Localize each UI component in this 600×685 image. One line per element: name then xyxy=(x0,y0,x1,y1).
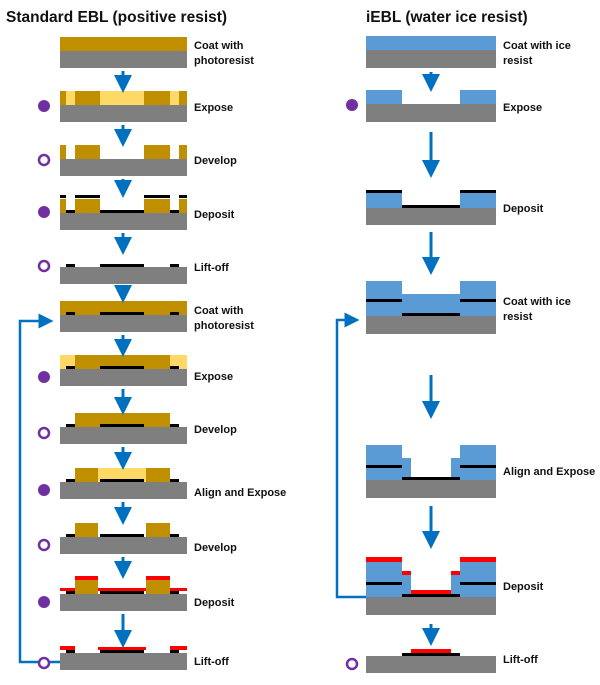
left-step-10-develop xyxy=(60,523,187,554)
right-loop-arrow xyxy=(335,312,366,599)
right-column-title: iEBL (water ice resist) xyxy=(366,9,528,26)
right-label-1: Coat with ice xyxy=(503,40,571,52)
left-step-5-liftoff xyxy=(60,264,187,284)
right-step-2-expose xyxy=(366,90,496,122)
left-step-6-coat xyxy=(60,301,187,332)
left-label-5: Lift-off xyxy=(194,262,229,274)
marker-ring xyxy=(37,153,51,167)
left-step-7-expose xyxy=(60,355,187,386)
right-step-markers xyxy=(345,99,359,671)
marker-filled xyxy=(38,206,50,218)
left-label-1: Coat with xyxy=(194,40,244,52)
right-step-1-coat xyxy=(366,36,496,68)
right-label-2: Expose xyxy=(503,102,542,114)
marker-ring xyxy=(345,657,359,671)
right-label-7: Lift-off xyxy=(503,654,538,666)
marker-ring xyxy=(37,656,51,670)
marker-ring xyxy=(37,426,51,440)
right-step-labels: Coat with ice resist Expose Deposit Coat… xyxy=(503,40,595,666)
left-label-2: Expose xyxy=(194,102,233,114)
left-label-11: Deposit xyxy=(194,597,235,609)
right-step-5-align-expose xyxy=(366,445,496,498)
left-label-12: Lift-off xyxy=(194,656,229,668)
right-step-7-liftoff xyxy=(366,649,496,673)
left-step-8-develop xyxy=(60,413,187,444)
left-step-markers xyxy=(37,100,51,670)
marker-filled xyxy=(38,100,50,112)
right-label-4: Coat with ice xyxy=(503,296,571,308)
right-label-4b: resist xyxy=(503,311,533,323)
left-step-2-expose xyxy=(60,91,187,122)
left-step-labels: Coat with photoresist Expose Develop Dep… xyxy=(194,40,286,668)
left-step-1-coat xyxy=(60,37,187,68)
right-step-4-coat xyxy=(366,281,496,334)
right-label-1b: resist xyxy=(503,55,533,67)
left-label-8: Develop xyxy=(194,424,237,436)
right-step-6-deposit xyxy=(366,557,496,615)
right-step-3-deposit xyxy=(366,190,496,225)
marker-filled xyxy=(346,99,358,111)
left-step-12-liftoff xyxy=(60,646,187,670)
marker-ring xyxy=(37,538,51,552)
left-step-11-deposit xyxy=(60,576,187,611)
right-label-3: Deposit xyxy=(503,203,544,215)
left-label-4: Deposit xyxy=(194,209,235,221)
left-label-9: Align and Expose xyxy=(194,487,286,499)
left-label-10: Develop xyxy=(194,542,237,554)
right-label-6: Deposit xyxy=(503,581,544,593)
right-label-5: Align and Expose xyxy=(503,466,595,478)
left-label-1b: photoresist xyxy=(194,55,254,67)
left-label-7: Expose xyxy=(194,371,233,383)
marker-filled xyxy=(38,596,50,608)
marker-ring xyxy=(37,259,51,273)
marker-filled xyxy=(38,484,50,496)
left-label-6: Coat with xyxy=(194,305,244,317)
left-step-3-develop xyxy=(60,145,187,176)
left-label-6b: photoresist xyxy=(194,320,254,332)
left-step-9-align-expose xyxy=(60,468,187,499)
left-step-4-deposit xyxy=(60,195,187,230)
left-label-3: Develop xyxy=(194,155,237,167)
marker-filled xyxy=(38,371,50,383)
left-column-title: Standard EBL (positive resist) xyxy=(6,9,227,26)
